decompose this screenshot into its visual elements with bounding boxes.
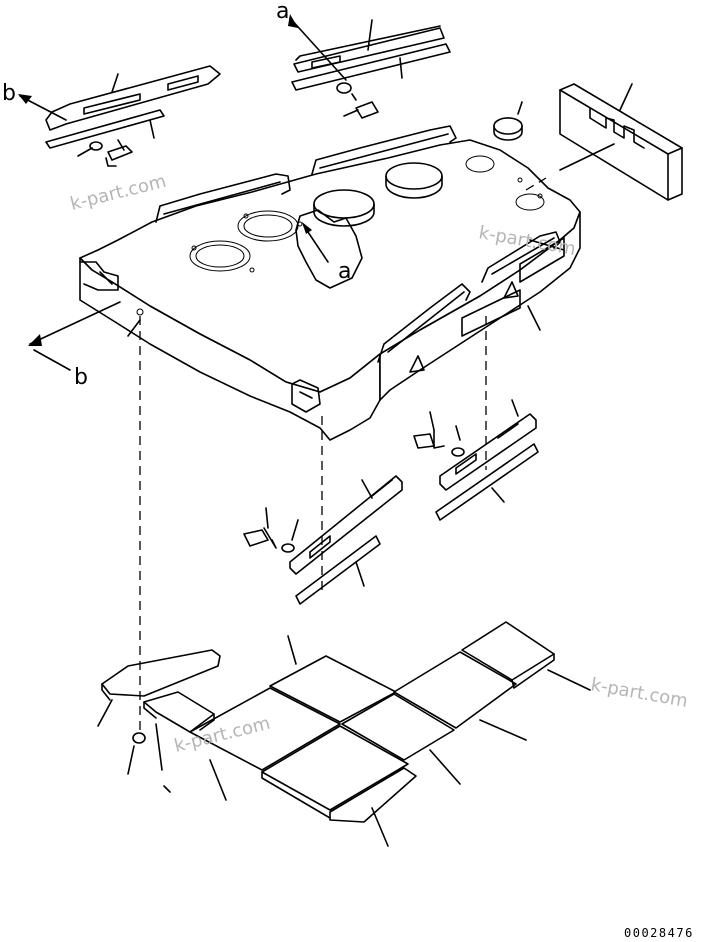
callout-b-left: b <box>28 301 121 390</box>
callout-a-detail: a <box>338 259 351 284</box>
cover-panel <box>79 125 581 441</box>
panel-openings <box>189 155 545 272</box>
callout-b-top: b <box>2 81 67 121</box>
washer <box>132 732 146 744</box>
bracket-upper-left <box>45 65 221 167</box>
bracket-right-mid <box>413 399 539 521</box>
callout-label-b-top: b <box>2 81 16 106</box>
duct-ring-1 <box>313 189 375 227</box>
document-number: 00028476 <box>624 926 694 940</box>
floor-mat-assembly <box>101 621 555 823</box>
foam-block <box>559 83 683 201</box>
mounting-holes <box>136 177 543 316</box>
watermark-1: k-part.com <box>68 171 168 215</box>
callout-label-a-detail: a <box>338 259 351 284</box>
callout-label-b-left: b <box>74 365 88 390</box>
detail-a-outline <box>295 209 363 289</box>
cap <box>493 101 523 141</box>
callout-label-a-top: a <box>276 0 289 24</box>
watermark-3: k-part.com <box>589 674 689 712</box>
leader-lines <box>97 143 615 847</box>
bracket-center <box>243 475 403 605</box>
bracket-upper-center <box>291 19 451 119</box>
reference-lines <box>139 177 547 736</box>
callout-a-top: a <box>276 0 347 81</box>
duct-ring-2 <box>385 162 443 199</box>
